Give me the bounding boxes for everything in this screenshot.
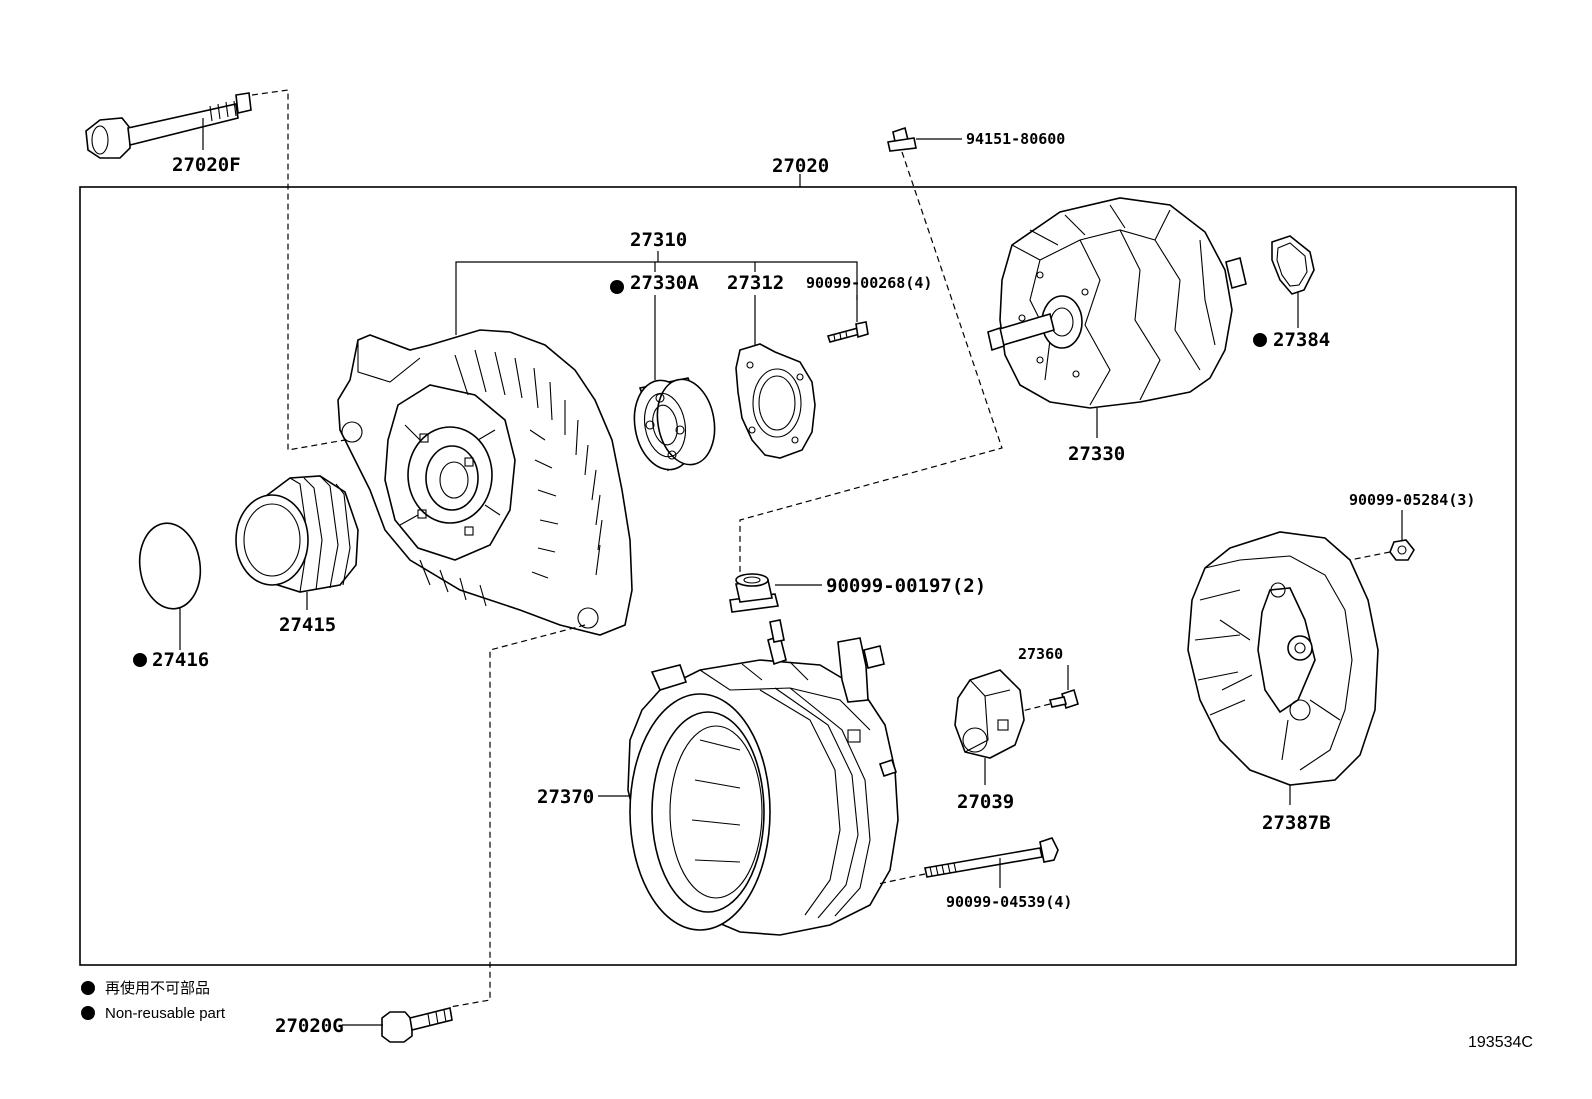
label-27020G: 27020G [275,1015,344,1037]
drive-end-frame-27310[interactable] [337,329,633,636]
label-27360: 27370 [537,786,594,808]
nut-94151-80600[interactable] [887,126,917,152]
pulley-27415[interactable] [235,475,359,593]
retainer-plate-27312[interactable] [735,343,816,459]
label-27387B: 90099-00197(2) [826,575,986,597]
reference-code: 193534C [1468,1034,1533,1051]
assembly-label: 27020 [772,155,829,177]
cap-27416[interactable] [134,519,205,613]
label-27330: 27330 [1068,443,1125,465]
legend-line-en: Non-reusable part [105,1005,226,1022]
label-90099-00197: 27360 [1018,645,1063,663]
assembly-frame [79,186,1517,966]
legend-line-jp: 再使用不可部品 [105,980,210,997]
bolt-27020F[interactable] [85,92,252,159]
label-27312: 27312 [727,272,784,294]
rotor-27330[interactable] [987,197,1247,409]
label-27330A: 27330A [630,272,699,294]
rear-cover-27039[interactable] [1187,531,1379,786]
label-94151-80600: 94151-80600 [966,130,1065,148]
screw-90099-00268[interactable] [826,321,869,343]
label-90099-04539: 90099-04539(4) [946,893,1072,911]
label-90099-00268: 90099-00268(4) [806,274,932,292]
through-bolt-90099-04539[interactable] [924,837,1059,878]
legend-bullet-2 [81,1006,95,1020]
label-27310: 27310 [630,229,687,251]
bolt-27020G[interactable] [381,1007,453,1043]
legend-bullet-1 [81,981,95,995]
bearing-27330A[interactable] [628,375,721,475]
label-27039: 27387B [1262,812,1331,834]
seal-ring-27384[interactable] [1271,235,1315,295]
stator-27360[interactable] [627,619,899,936]
label-27416: 27416 [152,649,209,671]
label-90099-05284: 90099-05284(3) [1349,491,1475,509]
label-27415: 27415 [279,614,336,636]
brush-holder-27370[interactable] [954,669,1025,759]
label-27370: 27039 [957,791,1014,813]
label-27020F: 27020F [172,154,241,176]
nut-90099-05284[interactable] [1389,539,1415,561]
screw-90099-00197[interactable] [1048,688,1079,710]
label-27384: 27384 [1273,329,1330,351]
insulator-27387B[interactable] [729,573,779,613]
